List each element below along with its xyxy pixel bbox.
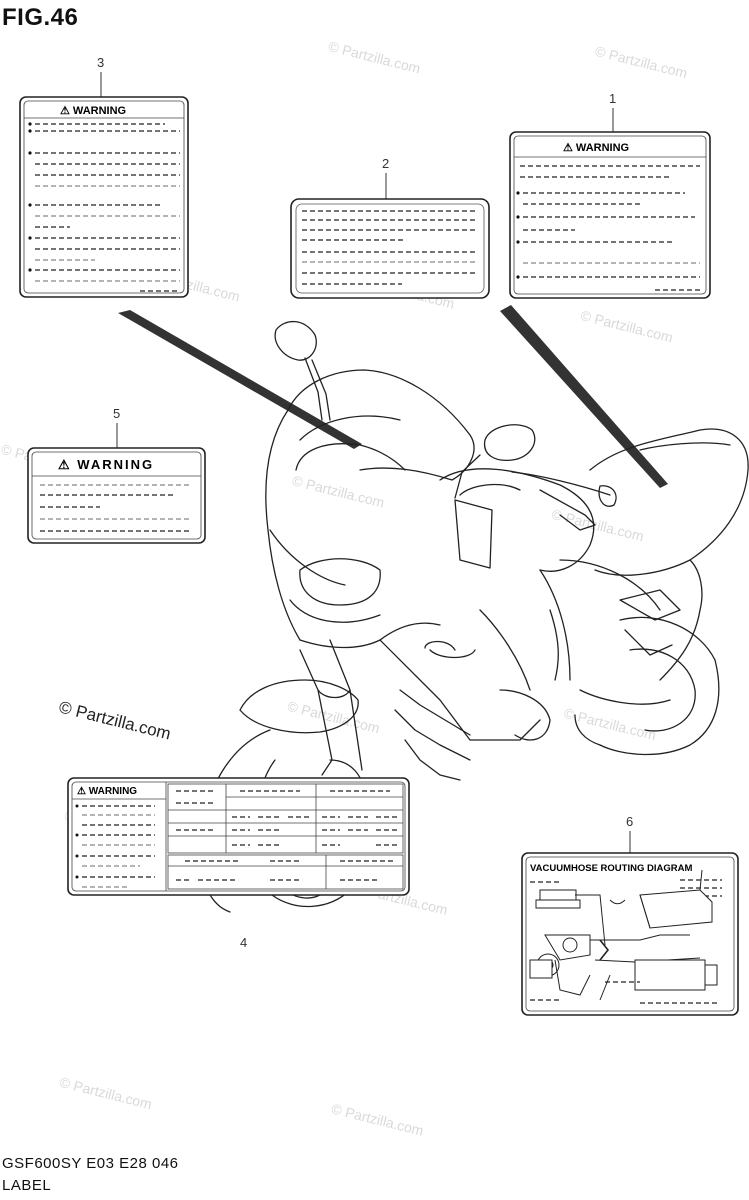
- leader-wedge-left: [118, 310, 362, 449]
- label-text-lines: [75, 804, 155, 888]
- vacuum-hose-diagram: [529, 869, 722, 1004]
- label-text-lines: [302, 210, 475, 285]
- callout-number: 1: [609, 91, 616, 106]
- figure-title: FIG.46: [2, 4, 79, 31]
- label-header: ⚠ WARNING: [60, 105, 126, 117]
- watermark-text: © Partzilla.com: [57, 697, 173, 743]
- leader-wedge-right: [500, 305, 668, 488]
- label-header: ⚠ WARNING: [563, 142, 629, 154]
- watermark-text: © Partzilla.com: [291, 472, 386, 510]
- label-header: VACUUMHOSE ROUTING DIAGRAM: [530, 863, 692, 874]
- label-text-lines: [40, 484, 192, 532]
- label-header: ⚠ WARNING: [77, 786, 137, 797]
- label-header: ⚠ WARNING: [58, 457, 154, 472]
- label-3: 3 ⚠ WARNING: [19, 55, 189, 298]
- label-1: 1 ⚠ WARNING: [509, 91, 711, 299]
- label-4: 4 ⚠ WARNING: [67, 777, 410, 950]
- callout-number: 4: [240, 935, 247, 950]
- watermark-text: © Partzilla.com: [594, 43, 689, 81]
- callout-number: 2: [382, 156, 389, 171]
- watermark-text: © Partzilla.com: [579, 307, 674, 345]
- watermark-text: © Partzilla.com: [58, 1074, 153, 1112]
- label-text-lines: [516, 165, 700, 291]
- label-frame: [19, 96, 189, 298]
- label-frame: [509, 131, 711, 299]
- label-table: [167, 783, 404, 890]
- figure-label: LABEL: [2, 1177, 52, 1194]
- callout-number: 5: [113, 406, 120, 421]
- label-6: 6 VACUUMHOSE ROUTING DIAGRAM: [521, 814, 739, 1016]
- watermark-text: © Partzilla.com: [550, 506, 645, 544]
- watermark-text: © Partzilla.com: [330, 1100, 425, 1138]
- watermark-text: © Partzilla.com: [327, 38, 422, 76]
- part-code: GSF600SY E03 E28 046: [2, 1155, 179, 1172]
- callout-number: 6: [626, 814, 633, 829]
- label-frame: [521, 852, 739, 1016]
- label-text-lines: [28, 122, 180, 292]
- watermark-text: © Partzilla.com: [286, 698, 381, 736]
- label-frame: [290, 198, 490, 299]
- label-2: 2: [290, 156, 490, 299]
- callout-number: 3: [97, 55, 104, 70]
- label-5: 5 ⚠ WARNING: [27, 406, 206, 544]
- watermark-main: © Partzilla.com: [57, 697, 173, 743]
